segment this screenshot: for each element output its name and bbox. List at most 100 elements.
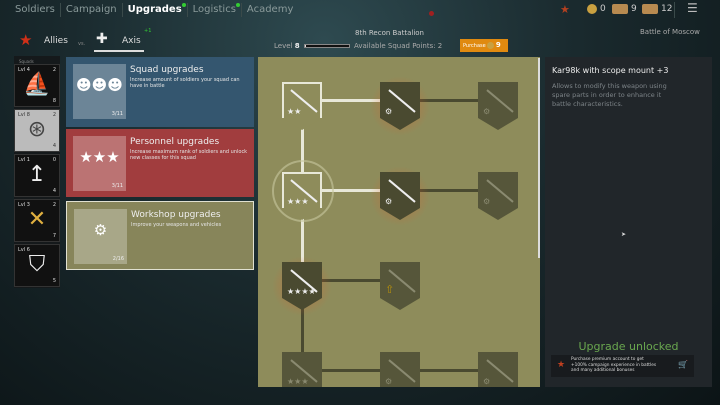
upgrade-badge-icon: ⚙ — [483, 197, 491, 206]
squad-level: Lvl 1 — [18, 157, 30, 163]
upgrade-badge-icon: ⚙ — [385, 197, 393, 206]
category-progress: 2/16 — [112, 256, 124, 262]
squad-emblem-icon: ⊛ — [27, 117, 47, 142]
upgrade-node[interactable]: ⚙ — [478, 82, 518, 130]
cursor-icon: ➤ — [621, 231, 627, 238]
stars-icon: ★★★ — [79, 148, 120, 166]
category-title: Squad upgrades — [130, 65, 204, 75]
tab-academy[interactable]: Academy — [246, 4, 294, 15]
axis-cross-icon: ✚ — [96, 31, 108, 47]
upgrade-badge-icon: ★★★ — [287, 197, 309, 206]
cart-icon[interactable]: 🛒 — [678, 360, 688, 369]
level-label: Level 8 — [274, 42, 300, 50]
owned-node-outline — [282, 82, 322, 118]
upgrade-badge-icon: ★★★★ — [287, 287, 316, 296]
tab-upgrades[interactable]: Upgrades — [123, 3, 188, 17]
cards-icon — [612, 4, 628, 14]
category-thumbnail: ☻☻☻ 3/11 — [73, 64, 126, 119]
soldiers-icon: ☻☻☻ — [76, 76, 123, 94]
squad-emblem-icon: ⛵ — [23, 72, 51, 97]
squad-points: 2 — [52, 202, 56, 208]
level-progress-fill — [305, 45, 306, 47]
upgrade-node[interactable]: ★★★ — [282, 352, 322, 387]
squad-emblem-icon: ↥ — [27, 162, 47, 187]
upgrade-badge-icon: ★★ — [287, 107, 302, 116]
cards-counter-b[interactable]: 12 — [642, 4, 672, 14]
upgrade-tree: ★★⚙⚙★★★⚙⚙★★★★⇧★★★⚙⚙ — [258, 57, 540, 387]
squad-soldier-count: 8 — [52, 98, 56, 104]
upgrade-badge-icon: ⇧ — [385, 283, 395, 296]
squad-level: Lvl 4 — [18, 67, 30, 73]
upgrade-badge-icon: ⚙ — [483, 377, 491, 386]
squad-emblem-icon: ⛉ — [28, 252, 46, 277]
squad-card[interactable]: Lvl 1 0 ↥ 4 — [14, 154, 60, 197]
tree-connector — [302, 369, 382, 372]
vs-label: vs. — [78, 41, 86, 47]
rifle-icon — [388, 179, 416, 203]
tree-connector — [400, 369, 480, 372]
purchase-button[interactable]: Purchase 9 — [460, 39, 508, 52]
category-title: Personnel upgrades — [130, 137, 220, 147]
gold-counter[interactable]: 0 — [587, 4, 606, 14]
upgrade-node[interactable]: ⚙ — [380, 352, 420, 387]
tree-connector — [400, 99, 480, 102]
tree-connector — [301, 127, 304, 177]
squad-level: Lvl 6 — [18, 247, 30, 253]
squad-card[interactable]: Lvl 4 2⛵8 — [14, 64, 60, 107]
squad-soldier-count: 4 — [52, 188, 56, 194]
tree-connector — [320, 279, 382, 282]
category-description: Improve your weapons and vehicles — [131, 222, 222, 228]
tab-campaign[interactable]: Campaign — [61, 3, 123, 17]
tree-connector — [302, 189, 382, 192]
tab-logistics[interactable]: Logistics — [188, 3, 242, 17]
category-description: Increase amount of soldiers your squad c… — [130, 77, 240, 89]
top-nav: Soldiers Campaign Upgrades Logistics Aca… — [10, 3, 298, 17]
category-progress: 3/11 — [111, 111, 123, 117]
upgrade-description: Allows to modify this weapon using spare… — [552, 82, 667, 108]
allies-tab[interactable]: Allies — [44, 36, 68, 46]
tree-scrollbar[interactable] — [538, 58, 540, 258]
axis-tab[interactable]: Axis — [122, 36, 141, 46]
squad-level: Lvl 3 — [18, 202, 30, 208]
upgrade-badge-icon: ★★★ — [287, 377, 309, 386]
upgrade-title: Kar98k with scope mount +3 — [552, 66, 669, 75]
allies-star-icon: ★ — [19, 31, 33, 49]
tree-connector — [400, 189, 480, 192]
upgrade-status: Upgrade unlocked — [578, 340, 679, 353]
rifle-icon — [388, 89, 416, 113]
squad-soldier-count: 7 — [52, 233, 56, 239]
upgrade-node[interactable]: ⚙ — [478, 172, 518, 220]
squad-points: 0 — [52, 157, 56, 163]
squad-soldier-count: 5 — [52, 278, 56, 284]
notification-icon — [429, 11, 434, 16]
owned-node-outline — [282, 172, 322, 208]
rifle-icon — [486, 359, 514, 383]
category-progress: 3/11 — [111, 183, 123, 189]
selection-ring — [272, 160, 334, 222]
upgrade-node[interactable]: ⇧ — [380, 262, 420, 310]
category-thumbnail: ★★★ 3/11 — [73, 136, 126, 191]
category-description: Increase maximum rank of soldiers and un… — [130, 149, 248, 161]
squad-points: 2 — [52, 67, 56, 73]
rifle-icon — [486, 89, 514, 113]
tree-connector — [302, 99, 382, 102]
upgrade-node[interactable]: ⚙ — [478, 352, 518, 387]
premium-star-icon[interactable]: ★ — [560, 3, 570, 16]
tree-connector — [301, 307, 304, 357]
level-progress-bar — [304, 44, 350, 48]
premium-star-icon: ★ — [557, 360, 566, 370]
cards-counter-a[interactable]: 9 — [612, 4, 637, 14]
squad-level: Lvl 8 — [18, 112, 30, 118]
category-thumbnail: ⚙2/16 — [74, 209, 127, 264]
squad-card[interactable]: Lvl 6⛉ 5 — [14, 244, 60, 287]
squad-points: Available Squad Points: 2 — [354, 42, 443, 50]
premium-promo[interactable]: ★ Purchase premium account to get +100% … — [551, 355, 694, 377]
rifle-icon — [388, 359, 416, 383]
tab-soldiers[interactable]: Soldiers — [10, 3, 61, 17]
menu-icon[interactable]: ☰ — [687, 1, 698, 15]
